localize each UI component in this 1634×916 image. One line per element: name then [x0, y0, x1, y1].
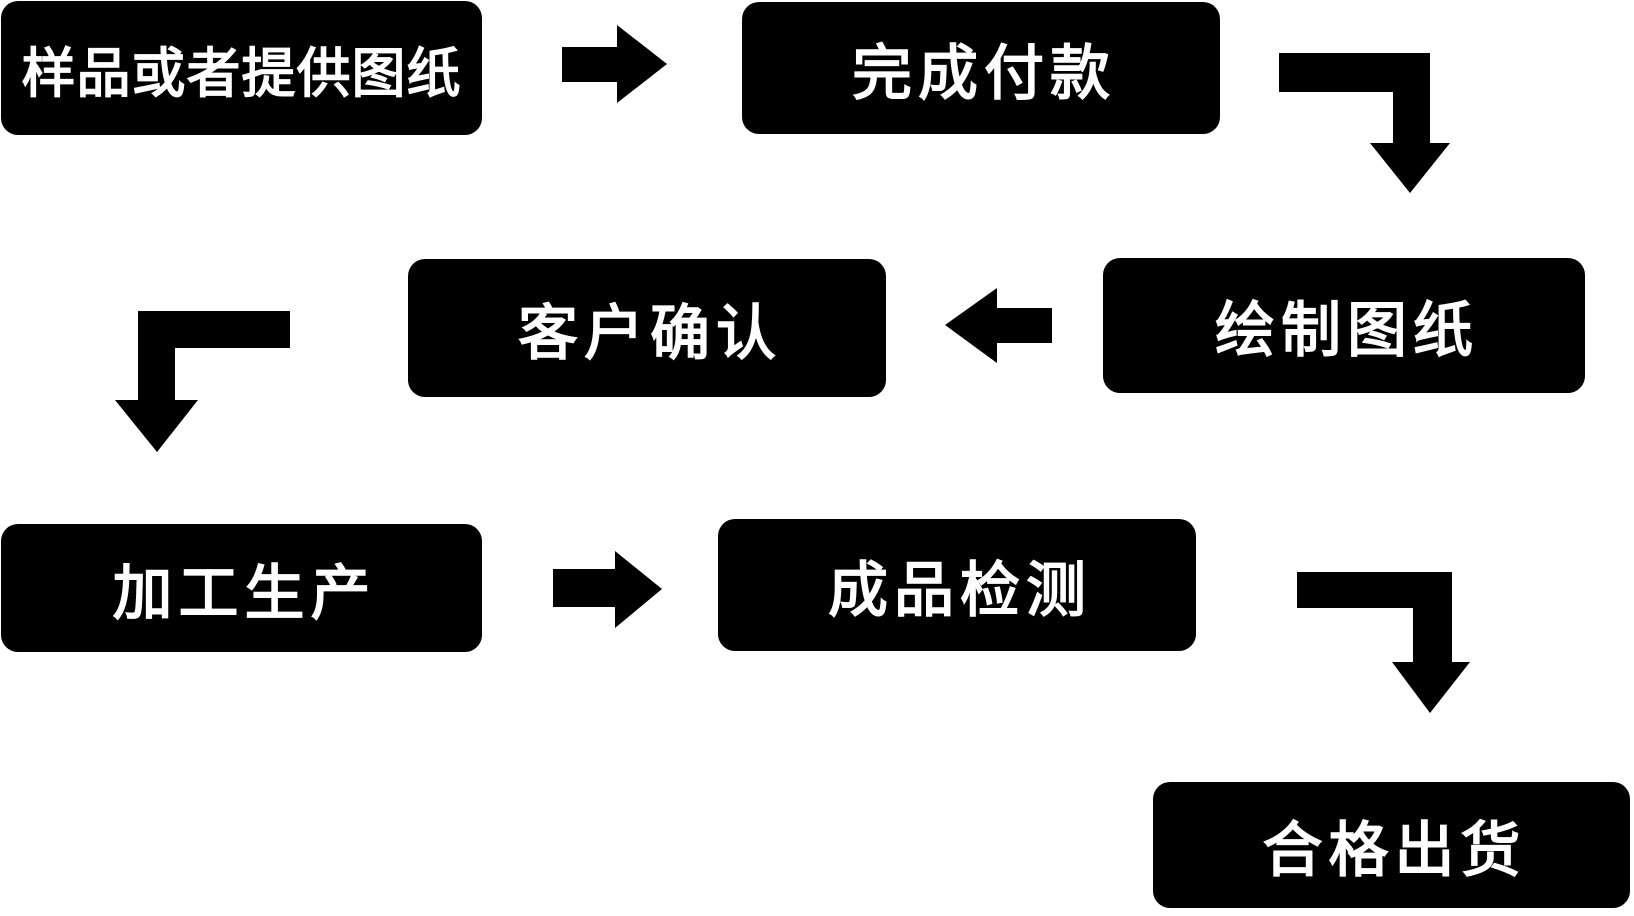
arrow-right-icon: [562, 25, 667, 103]
arrow-right-icon: [553, 551, 662, 628]
flow-node-qualified-shipment: 合格出货: [1153, 782, 1630, 908]
flow-node-processing-production: 加工生产: [1, 524, 482, 652]
arrow-left-icon: [945, 288, 1052, 363]
flow-node-sample-or-drawing: 样品或者提供图纸: [1, 1, 482, 135]
flow-node-draw-drawings: 绘制图纸: [1103, 258, 1585, 393]
arrow-elbow-right-down-icon: [1297, 572, 1470, 713]
flow-node-complete-payment: 完成付款: [742, 2, 1220, 134]
arrow-elbow-right-down-icon: [1279, 53, 1450, 193]
flow-node-finished-inspection: 成品检测: [718, 519, 1196, 651]
flow-node-customer-confirmation: 客户确认: [408, 259, 886, 397]
arrow-elbow-left-down-icon: [115, 311, 290, 452]
